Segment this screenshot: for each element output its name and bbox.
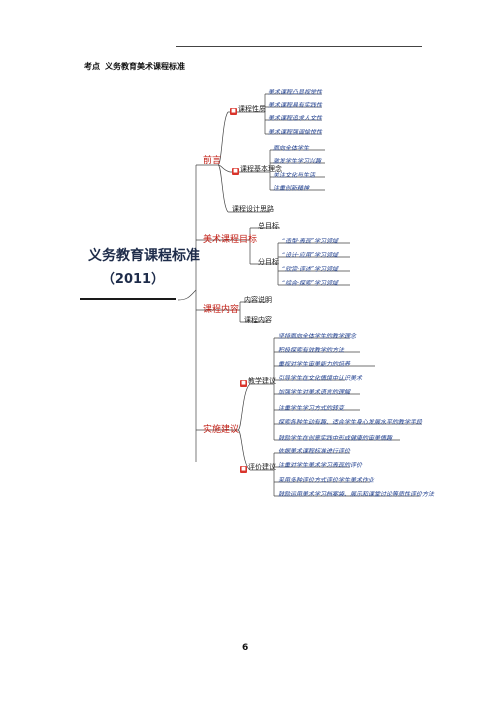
leaf-nature-1: 美术课程凸显视觉性 [268, 89, 323, 96]
leaf-goal-3: “欣赏·评述”学习领域 [282, 266, 339, 273]
tag-icon: ■ [240, 380, 247, 387]
leaf-teach-7: 探索各种生动有趣、适合学生身心发展水平的教学手段 [278, 419, 423, 426]
leaf-eval-2: 注重对学生美术学习表现的评价 [278, 462, 363, 469]
heading-prefix: 考点 [84, 61, 100, 71]
tag-icon: ■ [230, 108, 237, 115]
leaf-idea-1: 面向全体学生 [273, 145, 310, 152]
node-overall-goal: 总目标 [258, 222, 279, 230]
leaf-goal-4: “综合·探索”学习领域 [282, 280, 339, 287]
leaf-goal-2: “设计·应用”学习领域 [282, 252, 339, 259]
branch-preface: 前言 [203, 156, 222, 166]
node-teaching-advice-label: 教学建议 [248, 377, 276, 385]
node-sub-goal: 分目标 [258, 258, 279, 266]
node-course-nature: ■课程性质 [230, 104, 266, 115]
leaf-eval-1: 依据美术课程标准进行评价 [278, 448, 351, 455]
node-content-explain: 内容说明 [244, 296, 272, 304]
branch-implementation: 实施建议 [203, 425, 240, 435]
leaf-nature-2: 美术课程具有实践性 [268, 102, 323, 109]
leaf-eval-4: 鼓励运用美术学习档案袋、展示和课堂讨论等质性评价方法 [278, 491, 435, 498]
leaf-teach-6: 注重学生学习方式的转变 [278, 405, 345, 412]
node-basic-idea-label: 课程基本理念 [240, 165, 282, 173]
branch-goals: 美术课程目标 [203, 235, 258, 245]
leaf-teach-1: 坚持面向全体学生的教学理念 [278, 333, 357, 340]
leaf-idea-2: 激发学生学习兴趣 [273, 158, 322, 165]
leaf-teach-3: 重视对学生审美能力的培养 [278, 361, 351, 368]
root-year: （2011） [101, 272, 165, 287]
root-title: 义务教育课程标准 [88, 248, 200, 264]
leaf-teach-8: 鼓励学生在创意实践中形成健康的审美情趣 [278, 435, 393, 442]
node-eval-advice: ■评价建议 [240, 462, 276, 473]
tag-icon: ■ [232, 168, 239, 175]
leaf-teach-4: 引导学生在文化情境中认识美术 [278, 375, 363, 382]
node-design: 课程设计思路 [232, 205, 274, 213]
leaf-teach-2: 积极探索有效教学的方法 [278, 347, 345, 354]
leaf-goal-1: “造型·表现”学习领域 [282, 238, 339, 245]
node-course-nature-label: 课程性质 [238, 105, 266, 113]
page-number: 6 [242, 643, 249, 653]
node-eval-advice-label: 评价建议 [248, 463, 276, 471]
header-rule [176, 46, 422, 47]
branch-content: 课程内容 [203, 305, 240, 315]
leaf-teach-5: 加强学生对美术语言的理解 [278, 389, 351, 396]
node-basic-idea: ■课程基本理念 [232, 164, 282, 175]
root-underline [80, 298, 176, 300]
heading-title: 义务教育美术课程标准 [105, 61, 185, 71]
leaf-idea-4: 注重创新精神 [273, 185, 310, 192]
node-content-detail: 课程内容 [244, 316, 272, 324]
leaf-idea-3: 关注文化与生活 [273, 172, 316, 179]
leaf-nature-4: 美术课程强调愉悦性 [268, 129, 323, 136]
page-heading: 考点义务教育美术课程标准 [84, 61, 185, 72]
tag-icon: ■ [240, 466, 247, 473]
node-teaching-advice: ■教学建议 [240, 376, 276, 387]
leaf-nature-3: 美术课程追求人文性 [268, 115, 323, 122]
leaf-eval-3: 采用多种评价方式评价学生美术作业 [278, 477, 375, 484]
